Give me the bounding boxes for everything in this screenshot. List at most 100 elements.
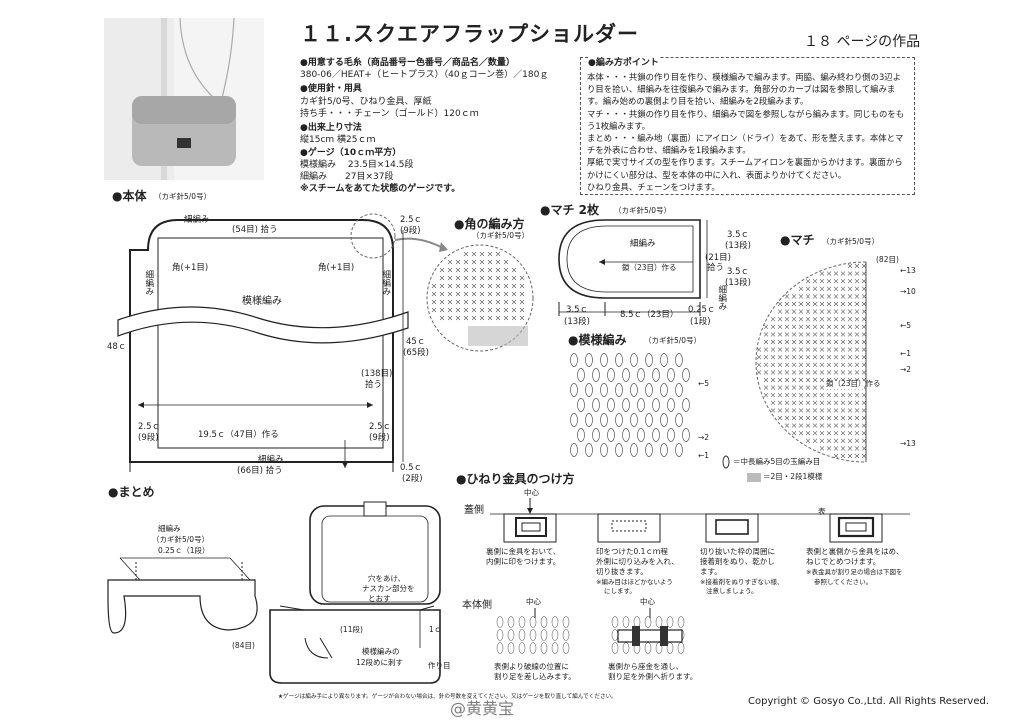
clasp-steps-svg xyxy=(490,498,910,543)
stitch-mark xyxy=(854,362,860,368)
stitch-mark xyxy=(463,307,469,313)
stitch-mark xyxy=(784,385,790,390)
clasp-step3e: 注意しましょう。 xyxy=(706,587,758,595)
finish-dim: 0.25ｃ（1段） xyxy=(158,546,210,555)
stitch-mark xyxy=(791,309,797,314)
stitch-mark xyxy=(812,316,818,322)
pattern-r5: ←5 xyxy=(698,379,710,388)
stitch-mark xyxy=(798,324,804,330)
stitch-mark xyxy=(833,453,839,459)
stitch-mark xyxy=(854,309,860,314)
stitch-mark xyxy=(833,278,839,284)
bobble-stitch xyxy=(622,428,630,442)
stitch-mark xyxy=(854,438,860,444)
stitch-mark xyxy=(819,301,825,307)
stitch-mark xyxy=(798,301,804,307)
gusset-chart-needle: （カギ針5/0号） xyxy=(822,237,880,246)
stitch-mark xyxy=(805,278,811,284)
stitch-mark xyxy=(812,301,818,307)
bobble-stitch xyxy=(592,398,600,412)
stitch-mark xyxy=(439,299,445,305)
stitch-mark xyxy=(479,307,485,313)
stitch-mark xyxy=(847,332,853,337)
stitch-mark xyxy=(784,392,790,398)
stitch-mark xyxy=(812,430,818,436)
bobble-stitch xyxy=(592,428,600,442)
stitch-mark xyxy=(812,400,818,406)
stitch-mark xyxy=(840,316,846,322)
stitch-mark xyxy=(861,392,867,398)
stitch-mark xyxy=(819,271,825,276)
stitch-mark xyxy=(812,309,818,314)
bag-photo-illustration xyxy=(104,18,264,180)
gusset-chart-top: (82目) xyxy=(876,255,899,264)
gauge-line-2: 細編み 27目×37段 xyxy=(300,172,394,182)
bobble-stitch xyxy=(675,443,683,457)
stitch-mark xyxy=(847,347,853,352)
stitch-mark xyxy=(756,354,762,360)
stitch-mark xyxy=(805,400,811,406)
points-line-3: まとめ・・・編み地（裏面）にアイロン（ドライ）をあて、形を整えます。本体とマチを… xyxy=(587,133,904,156)
stitch-mark xyxy=(770,354,776,360)
stitch-mark xyxy=(784,400,790,406)
bobble-stitch xyxy=(675,413,683,427)
bobble-stitch xyxy=(585,353,593,367)
stitch-mark xyxy=(854,446,860,451)
clasp-step2d: ※編み目はほどかないよう xyxy=(596,578,673,586)
stitch-mark xyxy=(819,385,825,390)
stitch-mark xyxy=(819,400,825,406)
stitch-mark xyxy=(840,400,846,406)
finish-hole: 穴をあけ、 xyxy=(368,574,406,583)
stitch-mark xyxy=(805,339,811,345)
copyright: Copyright © Gosyo Co.,Ltd. All Rights Re… xyxy=(748,696,990,707)
stitch-mark xyxy=(463,267,469,273)
stitch-mark xyxy=(833,316,839,322)
stitch-mark xyxy=(463,259,469,265)
gusset-outline-svg xyxy=(558,219,708,316)
clasp-step3c: ます。 xyxy=(700,567,722,576)
stitch-mark xyxy=(791,294,797,299)
stitch-mark xyxy=(854,332,860,337)
stitch-mark xyxy=(847,339,853,345)
body-dim-45: 45ｃ xyxy=(406,337,426,347)
body-dim-9-br: (9段) xyxy=(369,433,390,443)
stitch-mark xyxy=(791,415,797,421)
stitch-mark xyxy=(791,324,797,330)
stitch-mark xyxy=(798,392,804,398)
stitch-mark xyxy=(861,400,867,406)
bobble-stitch xyxy=(507,642,515,654)
bobble-stitch xyxy=(551,629,559,641)
stitch-mark xyxy=(861,316,867,322)
bobble-stitch xyxy=(570,443,578,457)
stitch-mark xyxy=(833,446,839,451)
bobble-stitch xyxy=(682,428,690,442)
stitch-mark xyxy=(784,415,790,421)
bobble-stitch xyxy=(652,428,660,442)
clasp-step2: 印をつけた0.1ｃｍ程 xyxy=(596,547,668,556)
bobble-stitch xyxy=(592,368,600,382)
stitch-mark xyxy=(784,324,790,330)
bobble-stitch xyxy=(518,642,526,654)
stitch-mark xyxy=(833,309,839,314)
bobble-stitch xyxy=(540,642,548,654)
bobble-stitch xyxy=(644,616,652,628)
stitch-mark xyxy=(756,347,762,352)
stitch-mark xyxy=(854,423,860,428)
stitch-mark xyxy=(840,324,846,330)
stitch-mark xyxy=(777,309,783,314)
stitch-mark xyxy=(854,278,860,284)
body-dim-25-br: 2.5ｃ xyxy=(369,422,392,432)
clasp-heading: ●ひねり金具のつけ方 xyxy=(456,472,575,486)
stitch-mark xyxy=(819,339,825,345)
stitch-mark xyxy=(784,309,790,314)
gusset-chart-r13a: ←13 xyxy=(900,266,916,275)
stitch-mark xyxy=(826,392,832,398)
stitch-mark xyxy=(503,259,509,265)
stitch-mark xyxy=(861,271,867,276)
bobble-stitch xyxy=(570,353,578,367)
body-dim-65: (65段) xyxy=(403,348,429,358)
stitch-mark xyxy=(819,294,825,299)
stitch-mark xyxy=(770,339,776,345)
stitch-mark xyxy=(471,283,477,289)
stitch-mark xyxy=(463,291,469,297)
